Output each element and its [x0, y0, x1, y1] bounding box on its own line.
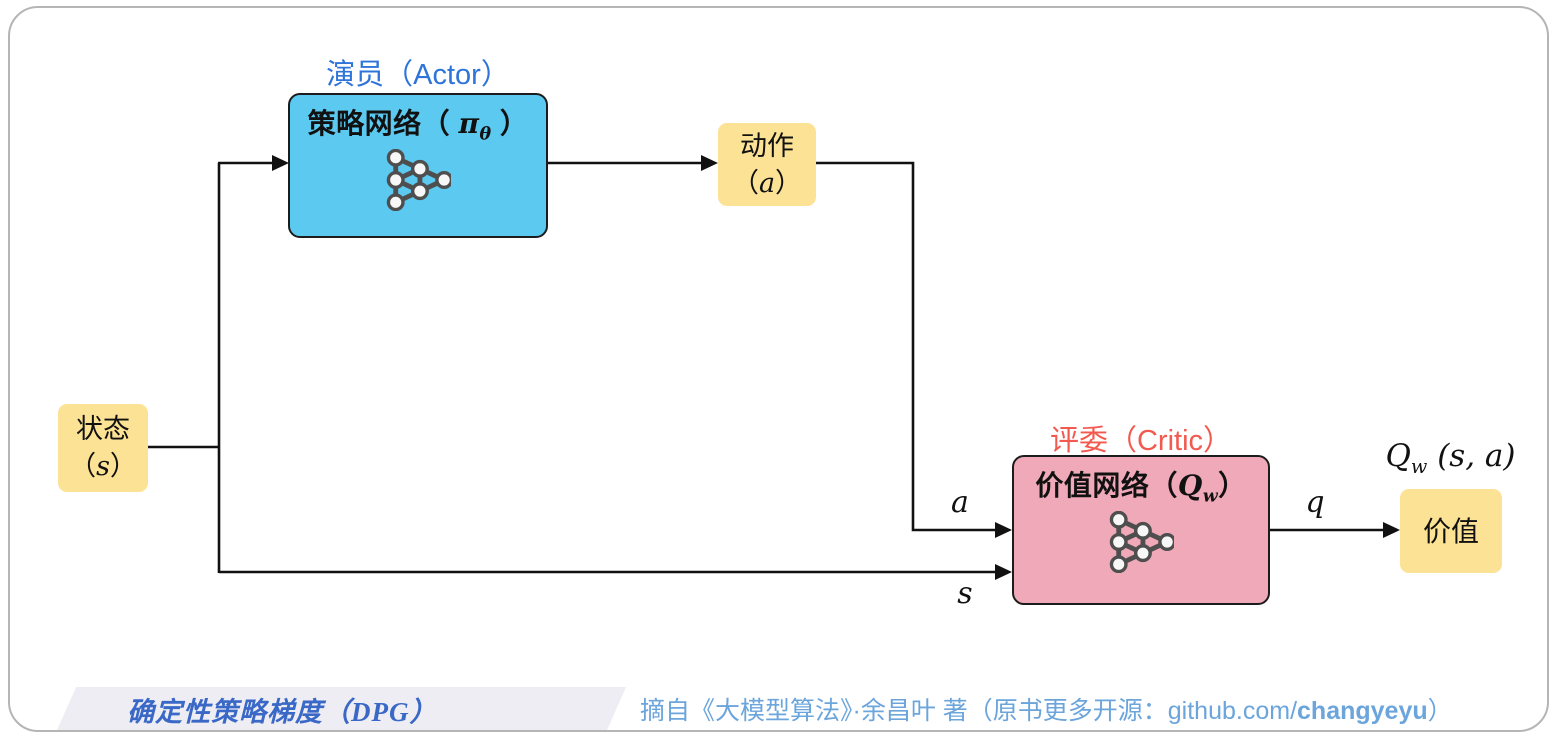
state-box-symbol: （s） — [69, 451, 137, 482]
value-network-title: 价值网络（Qw） — [1035, 469, 1247, 507]
value-box: 价值 — [1400, 489, 1502, 573]
policy-network-title: 策略网络（ πθ ） — [307, 107, 529, 145]
outer-frame — [8, 6, 1549, 732]
state-box-label: 状态 — [76, 414, 130, 444]
neural-network-icon — [386, 148, 451, 211]
arrowhead-into-policy — [272, 155, 289, 171]
critic-section-label: 评委（Critic） — [1049, 425, 1233, 457]
action-box-symbol: （a） — [731, 167, 803, 199]
edge-label-s: s — [957, 576, 973, 611]
state-box: 状态 （s） — [58, 404, 148, 492]
footer-title: 确定性策略梯度（DPG） — [127, 697, 438, 727]
edge-label-q: q — [1305, 485, 1325, 520]
arrowhead-into-action — [701, 155, 718, 171]
edge-label-a: a — [951, 485, 969, 520]
arrowhead-into-value — [1383, 522, 1400, 538]
footer-attribution: 摘自《大模型算法》·余昌叶 著（原书更多开源：github.com/changy… — [640, 697, 1453, 725]
value-network-box: 价值网络（Qw） — [1012, 455, 1270, 605]
q-value-formula: Qw (s, a) — [1385, 438, 1516, 479]
action-box-label: 动作 — [740, 130, 794, 161]
value-box-label: 价值 — [1422, 515, 1479, 547]
action-box: 动作 （a） — [718, 123, 816, 206]
policy-network-box: 策略网络（ πθ ） — [288, 93, 548, 238]
neural-network-icon — [1109, 510, 1174, 573]
actor-section-label: 演员（Actor） — [326, 59, 510, 91]
arrowhead-a-into-critic — [995, 522, 1012, 538]
arrowhead-s-into-critic — [995, 564, 1012, 580]
edge-action-to-critic — [816, 161, 997, 532]
